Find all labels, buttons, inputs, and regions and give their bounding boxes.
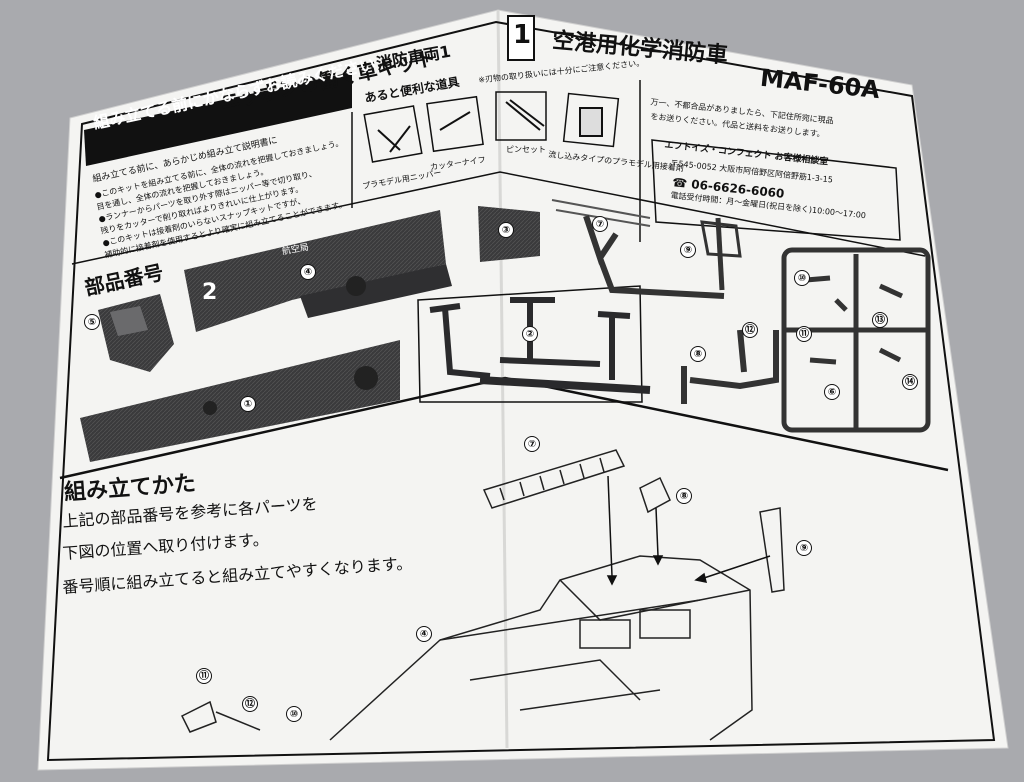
assembly-drawing	[180, 449, 785, 741]
assembly-callout-11: ⑪	[196, 668, 212, 684]
page-number: 1	[513, 20, 532, 50]
part-number-2: ②	[522, 326, 538, 342]
part-number-1: ①	[240, 396, 256, 412]
company-box	[651, 139, 901, 241]
part-number-7: ⑦	[592, 216, 608, 232]
part-number-6: ⑥	[824, 384, 840, 400]
paper-sheet	[37, 9, 1009, 771]
assembly-callout-10: ⑩	[286, 706, 302, 722]
tool-icons	[363, 91, 620, 163]
part-8-12	[681, 329, 779, 404]
part-number-14: ⑭	[902, 374, 918, 390]
part-9	[700, 217, 742, 291]
tool-label-tweezers: ピンセット	[506, 145, 546, 154]
part-number-8: ⑧	[690, 346, 706, 362]
part-number-10: ⑩	[794, 270, 810, 286]
assembly-callout-8: ⑧	[676, 488, 692, 504]
part-number-5: ⑤	[84, 314, 100, 330]
series-title-bar	[84, 72, 352, 166]
part-number-4: ④	[300, 264, 316, 280]
assembly-callout-9: ⑨	[796, 540, 812, 556]
part-5-cab	[98, 294, 174, 372]
part-number-9: ⑨	[680, 242, 696, 258]
assembly-callout-7: ⑦	[524, 436, 540, 452]
assembly-callout-12: ⑫	[242, 696, 258, 712]
part-label-2: 2	[202, 280, 218, 305]
part-number-12: ⑫	[742, 322, 758, 338]
part-number-3: ③	[498, 222, 514, 238]
part-number-11: ⑪	[796, 326, 812, 342]
assembly-callout-4: ④	[416, 626, 432, 642]
sheet-border	[46, 20, 996, 762]
part-number-13: ⑬	[872, 312, 888, 328]
